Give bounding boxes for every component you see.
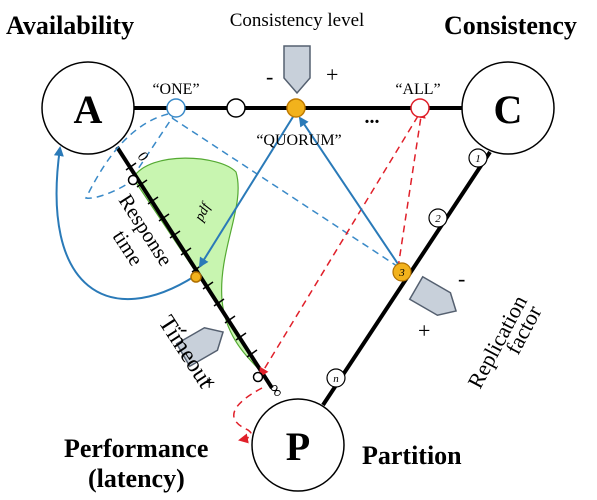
vertex-p-letter: P — [286, 424, 310, 469]
replication-marker-1: 1 — [468, 148, 488, 168]
svg-text:3: 3 — [398, 267, 405, 279]
quorum-arrows — [53, 111, 399, 300]
timeout-ticks — [125, 162, 258, 358]
partition-title: Partition — [362, 441, 462, 470]
middle-node — [226, 98, 246, 118]
replication-marker-3[interactable]: 3 — [392, 262, 412, 282]
timeout-infinity-node — [252, 371, 264, 383]
vertex-c: C — [461, 61, 555, 155]
one-node — [166, 98, 186, 118]
availability-title: Availability — [6, 11, 134, 40]
timeout-zero-node — [127, 174, 139, 186]
consistency-plus: + — [326, 62, 338, 87]
quorum-node[interactable] — [286, 98, 306, 118]
vertex-p: P — [251, 398, 345, 492]
one-dashed-lines — [84, 111, 401, 269]
ellipsis: ... — [365, 106, 380, 128]
replication-factor-knob[interactable] — [408, 275, 463, 323]
one-label: “ONE” — [152, 81, 199, 98]
vertex-c-letter: C — [494, 87, 523, 132]
timeout-plus: + — [203, 370, 215, 395]
consistency-level-knob[interactable] — [283, 45, 311, 95]
svg-text:n: n — [333, 373, 339, 385]
svg-text:1: 1 — [475, 153, 481, 165]
edge-a-p-timeout-axis — [115, 145, 274, 390]
consistency-level-label: Consistency level — [230, 10, 365, 31]
performance-title: Performance — [64, 434, 208, 463]
svg-text:2: 2 — [435, 213, 441, 225]
pdf-curve — [132, 157, 269, 381]
quorum-label: “QUORUM” — [256, 132, 341, 149]
all-label: “ALL” — [395, 81, 440, 98]
vertex-a-letter: A — [74, 87, 103, 132]
replication-marker-n: n — [326, 368, 346, 388]
replication-minus: - — [458, 266, 465, 291]
replication-marker-2: 2 — [428, 208, 448, 228]
timeout-minus: - — [180, 316, 187, 341]
timeout-knob[interactable] — [175, 321, 230, 368]
consistency-minus: - — [266, 64, 273, 89]
response-time-node[interactable] — [190, 271, 202, 283]
all-node — [410, 98, 430, 118]
vertex-a: A — [41, 61, 135, 155]
consistency-title: Consistency — [444, 11, 577, 40]
all-dashed-lines — [233, 108, 426, 444]
performance-latency: (latency) — [88, 464, 185, 493]
replication-plus: + — [418, 318, 430, 343]
